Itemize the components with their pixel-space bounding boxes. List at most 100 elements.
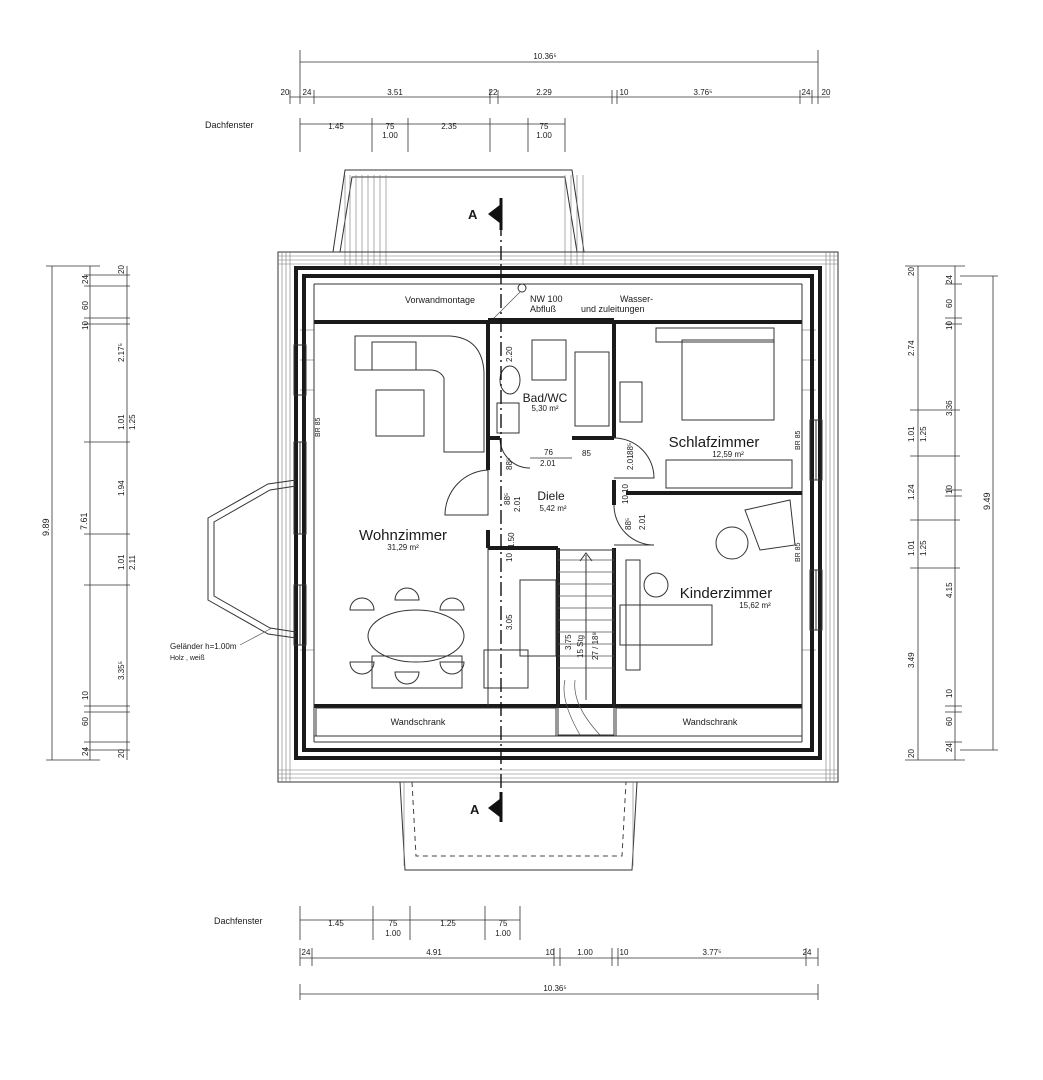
bottom-total-dim: 10.36⁵ [543, 984, 566, 993]
top-dach-0: 1.45 [328, 122, 344, 131]
bottom-chain-3: 1.00 [577, 948, 593, 957]
bottom-chain-5: 3.77⁵ [703, 948, 722, 957]
zuleitungen-label: und zuleitungen [581, 304, 645, 314]
bottom-dach-1: 75 [389, 919, 398, 928]
area-schlafzimmer: 12,59 m² [712, 450, 744, 459]
left-dimensions: 9.89 7.61 20 24 60 10 2.17⁵ 1.01 1.25 1.… [41, 265, 137, 761]
right-b-1: 60 [945, 299, 954, 308]
left-chain-8: 1.01 [117, 554, 126, 570]
bottom-chain-2: 10 [546, 948, 555, 957]
top-chain-0: 20 [281, 88, 290, 97]
right-b-8: 24 [945, 743, 954, 752]
windows [293, 344, 823, 646]
right-total-dim: 9.49 [982, 492, 992, 510]
top-chain-6: 3.76⁵ [694, 88, 713, 97]
left-chain-10: 3.35⁵ [117, 661, 126, 680]
staircase: 3.75 15 Stg 27 / 18⁸ 3.05 [505, 549, 615, 736]
dim-10a: 10 [621, 484, 630, 493]
left-chain-4: 2.17⁵ [117, 343, 126, 362]
area-bad: 5,30 m² [531, 404, 558, 413]
area-wohnzimmer: 31,29 m² [387, 543, 419, 552]
bottom-dach-4: 75 [499, 919, 508, 928]
right-a-3: 1.25 [919, 426, 928, 442]
installation-notes: Vorwandmontage NW 100 Abfluß Wasser- und… [405, 283, 653, 323]
room-schlafzimmer: Schlafzimmer [669, 434, 760, 451]
section-mark-bottom: A [470, 802, 480, 817]
right-a-7: 3.49 [907, 652, 916, 668]
bottom-roof-area [399, 781, 638, 871]
top-chain-3: 22 [489, 88, 498, 97]
left-chain-12: 60 [81, 717, 90, 726]
section-mark-top: A [468, 207, 478, 222]
top-dach-2: 1.00 [382, 131, 398, 140]
top-chain-5: 10 [620, 88, 629, 97]
dim-201c: 2.01 [513, 496, 522, 512]
area-kinderzimmer: 15,62 m² [739, 601, 771, 610]
right-a-8: 20 [907, 749, 916, 758]
room-bad: Bad/WC [523, 391, 568, 405]
bottom-chain-4: 10 [620, 948, 629, 957]
stair-label-2: 15 Stg [576, 635, 585, 658]
right-dimensions: 20 2.74 1.01 1.25 1.24 1.01 1.25 3.49 20… [905, 265, 998, 761]
bottom-dach-2: 1.00 [385, 929, 401, 938]
top-total-dim: 10.36⁵ [533, 52, 556, 61]
abfluss-label: Abfluß [530, 304, 557, 314]
bottom-chain-1: 4.91 [426, 948, 442, 957]
bottom-dach-5: 1.00 [495, 929, 511, 938]
left-chain-11: 10 [81, 691, 90, 700]
dim-85: 85 [582, 449, 591, 458]
bottom-chain-6: 24 [803, 948, 812, 957]
dim-885b: 88⁵ [626, 443, 635, 455]
dim-76: 76 [544, 448, 553, 457]
top-dach-1: 75 [386, 122, 395, 131]
interior-dimensions: 2.20 76 2.01 85 88⁵ 2.01 88⁵ 2.01 10 10 … [503, 346, 647, 562]
top-chain-4: 2.29 [536, 88, 552, 97]
closets: Wandschrank Wandschrank [315, 707, 803, 737]
right-b-7: 60 [945, 717, 954, 726]
top-roof-area [332, 169, 585, 265]
room-wohnzimmer: Wohnzimmer [359, 527, 447, 544]
top-dach-5: 1.00 [536, 131, 552, 140]
right-b-5: 4.15 [945, 582, 954, 598]
right-b-0: 24 [945, 275, 954, 284]
vorwandmontage-label: Vorwandmontage [405, 295, 475, 305]
left-chain-6: 1.25 [128, 414, 137, 430]
gelaender-label-1: Geländer h=1.00m [170, 642, 237, 651]
left-chain-1: 24 [81, 275, 90, 284]
stair-label-3: 27 / 18⁸ [591, 632, 600, 660]
right-b-4: 10 [945, 485, 954, 494]
dim-201d: 2.01 [638, 514, 647, 530]
bottom-chain-0: 24 [302, 948, 311, 957]
wandschrank-left: Wandschrank [391, 717, 446, 727]
room-diele: Diele [537, 489, 565, 503]
stair-side-label: 3.05 [505, 614, 514, 630]
br-label-right-bottom: BR 85 [795, 542, 802, 562]
dim-885c: 88⁵ [503, 493, 512, 505]
right-b-2: 10 [945, 321, 954, 330]
right-a-5: 1.01 [907, 540, 916, 556]
br-label-left: BR 85 [315, 417, 322, 437]
left-chain-0: 20 [117, 265, 126, 274]
right-a-1: 2.74 [907, 340, 916, 356]
stair-label-1: 3.75 [564, 634, 573, 650]
top-chain-2: 3.51 [387, 88, 403, 97]
nw100-label: NW 100 [530, 294, 563, 304]
dim-150: 1.50 [507, 532, 516, 548]
top-chain-7: 24 [802, 88, 811, 97]
dachfenster-bottom-label: Dachfenster [214, 916, 263, 926]
left-chain-13: 24 [81, 747, 90, 756]
right-b-3: 3.36 [945, 400, 954, 416]
wasser-label: Wasser- [620, 294, 653, 304]
left-chain-2: 60 [81, 301, 90, 310]
right-a-0: 20 [907, 267, 916, 276]
right-a-6: 1.25 [919, 540, 928, 556]
bottom-dach-0: 1.45 [328, 919, 344, 928]
dim-201a: 2.01 [540, 459, 556, 468]
top-chain-8: 20 [822, 88, 831, 97]
left-mid-dim: 7.61 [79, 512, 89, 530]
br-label-right-top: BR 85 [795, 430, 802, 450]
bottom-dimensions: Dachfenster 1.45 75 1.00 1.25 75 1.00 24… [214, 906, 819, 1000]
top-dimensions: 10.36⁵ 20 24 3.51 22 2.29 10 3.76⁵ 24 20… [205, 50, 831, 152]
right-b-6: 10 [945, 689, 954, 698]
top-dach-4: 75 [540, 122, 549, 131]
